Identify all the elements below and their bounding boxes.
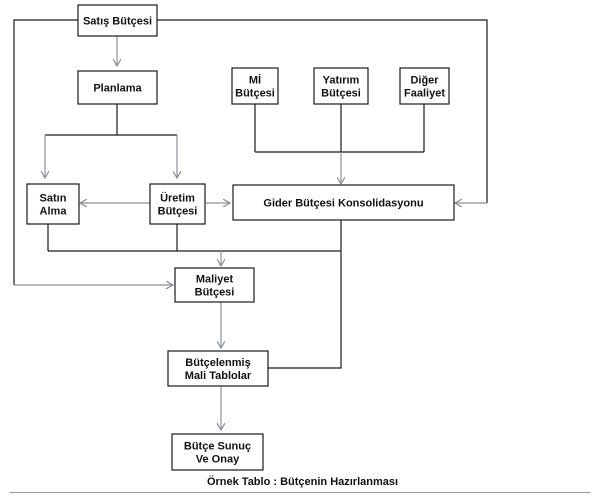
node-label-line: Ve Onay (196, 454, 240, 466)
connector-satis-left (13, 19, 78, 285)
node-box (77, 70, 158, 105)
node-label-line: Bütçe Sunuç (184, 441, 251, 453)
node-box (149, 183, 206, 225)
node-box (167, 350, 269, 387)
node-box (26, 183, 80, 225)
node-box (231, 67, 279, 105)
node-label-line: Bütçesi (195, 287, 235, 299)
node-label-line: Satış Bütçesi (83, 16, 152, 28)
connector-lines (13, 19, 488, 369)
node-label-line: Maliyet (196, 274, 234, 286)
node-planlama: Planlama (77, 70, 158, 105)
node-box (232, 184, 455, 221)
node-label-line: Planlama (93, 83, 142, 95)
node-gider-butcesi: Gider Bütçesi Konsolidasyonu (232, 184, 455, 221)
node-box (313, 67, 369, 105)
node-label-line: Bütçelenmiş (185, 357, 250, 369)
node-label-line: Satın (40, 193, 67, 205)
node-box (399, 67, 450, 105)
figure-caption: Örnek Tablo : Bütçenin Hazırlanması (206, 476, 399, 488)
node-label: Planlama (93, 83, 142, 95)
connector-satis-right (157, 19, 488, 203)
arrow-lines (14, 36, 487, 430)
node-label-line: Üretim (160, 192, 195, 205)
caption-divider (10, 492, 590, 493)
node-label: Satış Bütçesi (83, 16, 152, 28)
node-box (77, 4, 158, 37)
node-box (174, 267, 255, 303)
node-label-line: Alma (40, 206, 68, 218)
node-label-line: Yatırım (323, 75, 360, 87)
node-label-line: Gider Bütçesi Konsolidasyonu (263, 198, 423, 210)
node-label-line: Bütçesi (158, 206, 198, 218)
node-label-line: Mali Tablolar (185, 370, 252, 382)
node-label: Gider Bütçesi Konsolidasyonu (263, 198, 423, 210)
node-label-line: Bütçesi (235, 88, 275, 100)
node-satis-butcesi: Satış Bütçesi (77, 4, 158, 37)
node-label-line: Diğer (410, 75, 439, 87)
node-label-line: Bütçesi (321, 88, 361, 100)
node-label-line: Mİ (249, 74, 261, 87)
connector-gider-down (268, 220, 342, 369)
node-label-line: Faaliyet (404, 88, 445, 100)
node-box (171, 433, 264, 471)
